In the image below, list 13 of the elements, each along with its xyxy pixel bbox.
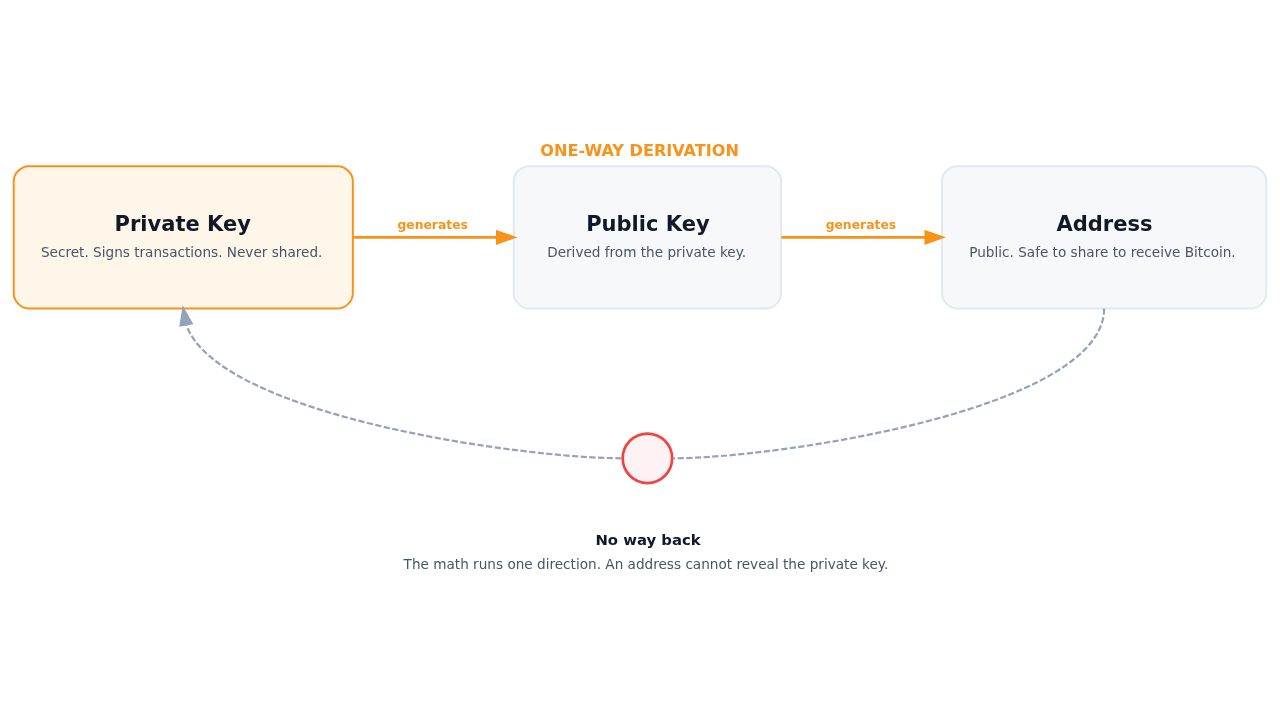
arrow	[781, 229, 946, 245]
diagram-title: ONE-WAY DERIVATION	[540, 140, 739, 160]
node-label: No way back	[595, 530, 701, 549]
node-box: Public Key Derived from the private key.	[512, 164, 783, 309]
edge-label: generates	[825, 217, 897, 232]
arrow	[353, 229, 518, 245]
node-box: Address Public. Safe to share to receive Bitcoin.	[941, 164, 1268, 309]
connector	[673, 307, 1106, 459]
node-circle	[621, 431, 674, 484]
arrow	[179, 304, 622, 459]
node-box: Private Key Secret. Signs transactions. Never shared.	[12, 164, 354, 309]
node-label: The math runs one direction. An address cannot reveal the private key.	[403, 555, 889, 572]
edge-label: generates	[397, 217, 468, 232]
